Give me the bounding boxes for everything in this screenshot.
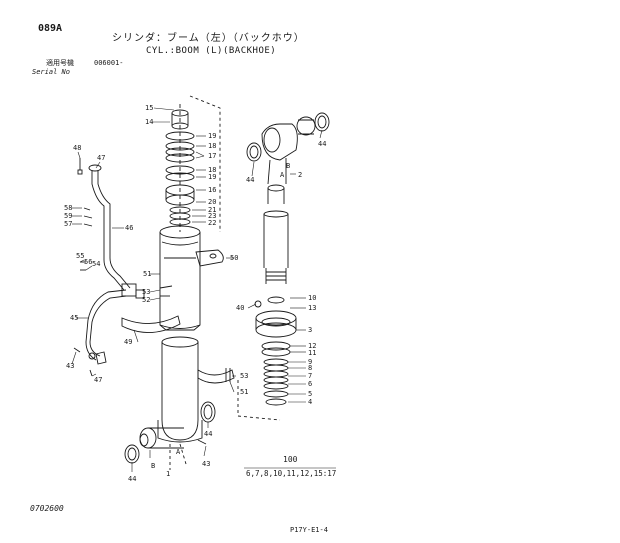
bracket-lower	[197, 369, 235, 384]
callout-50: 50	[230, 254, 238, 262]
callout-A: A	[176, 448, 181, 456]
piston-seals	[261, 341, 291, 406]
callout-47: 47	[94, 376, 102, 384]
callout-14: 14	[145, 118, 153, 126]
callout-4: 4	[308, 398, 312, 406]
callout-16: 16	[208, 186, 216, 194]
callout-A: A	[280, 171, 285, 179]
callout-18: 18	[208, 142, 216, 150]
diagram-code: 089A	[38, 23, 63, 34]
callout-58: 58	[64, 204, 72, 212]
callout-13: 13	[308, 304, 316, 312]
serial-value: 006001-	[94, 59, 124, 67]
callout-43: 43	[202, 460, 210, 468]
page-reference: P17Y-E1-4	[290, 526, 328, 534]
piston	[254, 296, 297, 338]
cylinder-bottom	[139, 336, 203, 449]
callout-18: 18	[208, 166, 216, 174]
callout-44: 44	[318, 140, 326, 148]
document-number: 0702600	[30, 504, 64, 513]
callout-6: 6	[308, 380, 312, 388]
callout-15: 15	[145, 104, 153, 112]
callout-54: 54	[92, 260, 100, 268]
callout-59: 59	[64, 212, 72, 220]
callout-10: 10	[308, 294, 316, 302]
callout-51: 51	[240, 388, 248, 396]
bracket-50	[195, 249, 224, 267]
callout-45: 45	[70, 314, 78, 322]
hydraulic-pipe-45	[85, 289, 127, 361]
callout-20: 20	[208, 198, 216, 206]
callout-55: 55	[76, 252, 84, 260]
cylinder-tube	[159, 225, 201, 331]
callout-23: 23	[208, 212, 216, 220]
callout-B: B	[151, 462, 155, 470]
rod-eye	[246, 112, 330, 185]
callout-49: 49	[124, 338, 132, 346]
kit-item-list: 6,7,8,10,11,12,15:17	[246, 469, 337, 478]
pipe-clamp	[121, 283, 145, 299]
callout-53: 53	[240, 372, 248, 380]
callout-8: 8	[308, 364, 312, 372]
callout-53: 53	[142, 288, 150, 296]
serial-label-japanese: 適用号機	[46, 59, 74, 67]
seal-ring-44-bottom-left	[124, 444, 140, 464]
callout-40: 40	[236, 304, 244, 312]
callout-11: 11	[308, 349, 316, 357]
callout-44: 44	[246, 176, 254, 184]
serial-label-english: Serial No	[32, 68, 70, 76]
callout-46: 46	[125, 224, 133, 232]
callout-7: 7	[308, 372, 312, 380]
callout-17: 17	[208, 152, 216, 160]
callout-57: 57	[64, 220, 72, 228]
callout-22: 22	[208, 219, 216, 227]
hydraulic-pipe-48	[88, 164, 131, 291]
callout-44: 44	[128, 475, 136, 483]
callout-19: 19	[208, 173, 216, 181]
kit-quantity: 100	[283, 455, 298, 464]
callout-2: 2	[298, 171, 302, 179]
callout-3: 3	[308, 326, 312, 334]
callout-B: B	[286, 162, 290, 170]
piston-rod	[263, 184, 289, 284]
callout-5: 5	[308, 390, 312, 398]
bolts-left	[73, 158, 231, 445]
callout-19: 19	[208, 132, 216, 140]
callout-9: 9	[308, 358, 312, 366]
callout-51: 51	[143, 270, 151, 278]
callout-47: 47	[97, 154, 105, 162]
bracket-49	[121, 315, 181, 333]
hose-fitting	[88, 351, 107, 365]
title-japanese: シリンダ：ブーム（左）（バックホウ）	[112, 33, 305, 44]
callout-56: 56	[84, 258, 92, 266]
callout-44: 44	[204, 430, 212, 438]
callout-12: 12	[308, 342, 316, 350]
seal-ring-44-lower	[200, 401, 216, 423]
title-english: CYL.:BOOM (L)(BACKHOE)	[146, 46, 277, 56]
callout-21: 21	[208, 206, 216, 214]
callout-43: 43	[66, 362, 74, 370]
callout-48: 48	[73, 144, 81, 152]
callout-52: 52	[142, 296, 150, 304]
callout-1: 1	[166, 470, 170, 478]
